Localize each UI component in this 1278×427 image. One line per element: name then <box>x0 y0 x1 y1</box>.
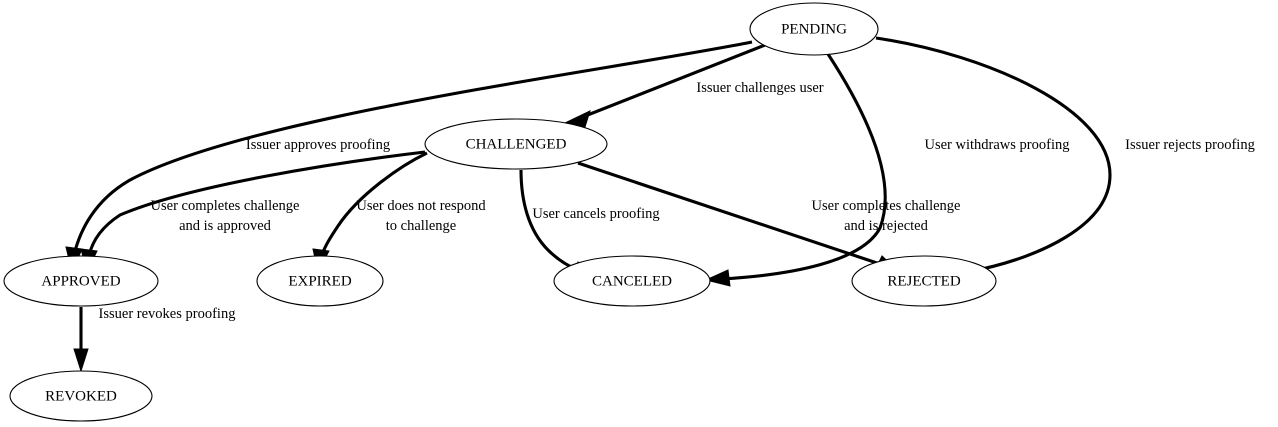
edge-pending-to-approved <box>65 40 753 274</box>
node-ellipse-expired[interactable] <box>256 255 384 307</box>
edge-label-pending-challenged: Issuer challenges user <box>696 80 823 96</box>
edge-pending-to-canceled <box>704 53 887 287</box>
node-expired[interactable]: EXPIRED <box>256 255 384 307</box>
arrowhead-canceled-from-pending <box>704 269 731 287</box>
node-challenged[interactable]: CHALLENGED <box>424 118 608 170</box>
node-ellipse-canceled[interactable] <box>553 255 711 307</box>
node-ellipse-rejected[interactable] <box>851 255 997 307</box>
edge-label-challenged-rejected-line2: and is rejected <box>844 218 928 234</box>
node-label-expired: EXPIRED <box>288 273 352 289</box>
node-ellipse-approved[interactable] <box>3 255 159 307</box>
node-ellipse-pending[interactable] <box>749 2 879 56</box>
edge-path-pending-challenged <box>579 43 766 120</box>
node-ellipse-revoked[interactable] <box>9 370 153 422</box>
edge-path-challenged-canceled <box>519 169 579 272</box>
edge-label-challenged-approved-line2: and is approved <box>179 218 272 234</box>
node-approved[interactable]: APPROVED <box>3 255 159 307</box>
edge-path-pending-rejected <box>875 36 1112 274</box>
node-revoked[interactable]: REVOKED <box>9 370 153 422</box>
edge-path-pending-canceled <box>721 53 887 281</box>
edge-pending-to-rejected <box>875 36 1112 280</box>
edge-label-pending-canceled: User withdraws proofing <box>925 137 1070 153</box>
edge-label-challenged-expired-line1: User does not respond <box>356 198 486 214</box>
node-canceled[interactable]: CANCELED <box>553 255 711 307</box>
node-label-revoked: REVOKED <box>45 388 117 404</box>
node-label-challenged: CHALLENGED <box>466 136 567 152</box>
edge-path-challenged-approved <box>87 150 426 257</box>
node-label-rejected: REJECTED <box>887 273 960 289</box>
edge-label-pending-rejected: Issuer rejects proofing <box>1125 137 1255 153</box>
edge-label-approved-revoked: Issuer revokes proofing <box>99 306 236 322</box>
edge-approved-to-revoked <box>73 307 89 373</box>
node-ellipse-challenged[interactable] <box>424 118 608 170</box>
edge-label-challenged-canceled: User cancels proofing <box>532 206 659 222</box>
edge-label-challenged-approved-line1: User completes challenge <box>151 198 300 214</box>
edge-path-challenged-expired <box>320 151 428 256</box>
edge-path-challenged-rejected <box>577 161 881 266</box>
node-rejected[interactable]: REJECTED <box>851 255 997 307</box>
node-label-approved: APPROVED <box>41 273 120 289</box>
edge-label-pending-approved: Issuer approves proofing <box>246 137 390 153</box>
node-label-pending: PENDING <box>781 21 847 37</box>
arrowhead-revoked-from-approved <box>73 348 89 373</box>
edge-path-pending-approved <box>72 40 753 256</box>
edge-label-challenged-rejected-line1: User completes challenge <box>812 198 961 214</box>
node-pending[interactable]: PENDING <box>749 2 879 56</box>
node-label-canceled: CANCELED <box>592 273 672 289</box>
edge-label-challenged-expired-line2: to challenge <box>386 218 456 234</box>
